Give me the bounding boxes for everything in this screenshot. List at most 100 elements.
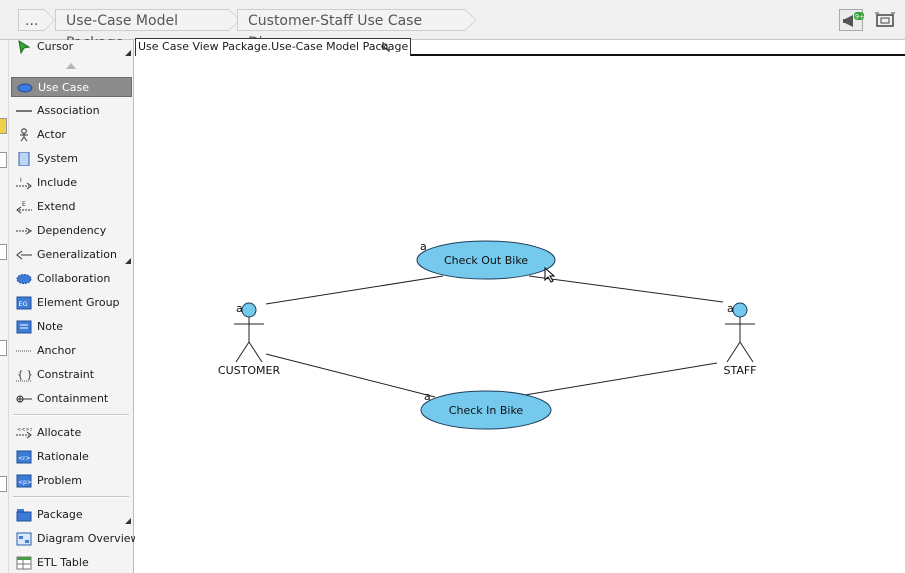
palette-item-anchor[interactable]: Anchor [11,341,132,361]
breadcrumb-diagram[interactable]: Customer-Staff Use Case Diagram [237,9,476,51]
palette-item-cursor[interactable]: Cursor [11,37,132,57]
palette-item-rationale[interactable]: <r> Rationale [11,447,132,467]
edge-marker[interactable] [0,476,7,492]
diagram-tab-bar: Use Case View Package.Use-Case Model Pac… [135,38,905,56]
svg-text:I: I [20,177,22,184]
palette-item-label: Package [37,508,83,521]
palette-separator [13,496,129,498]
breadcrumb-bar: ... Use-Case Model Package Customer-Staf… [0,0,905,51]
fit-diagram-icon [875,12,895,27]
search-icon[interactable] [381,43,390,52]
palette-item-label: Use Case [38,81,89,94]
association-icon [16,110,32,112]
diagram-overview-icon [16,532,32,546]
use-case-check-in-bike[interactable]: Check In Bike a [420,390,552,430]
palette-item-use-case[interactable]: Use Case [11,77,132,97]
diagram-canvas[interactable]: Use Case View Package.Use-Case Model Pac… [135,38,905,573]
dependency-icon [16,227,32,235]
diagram-palette: Cursor Use Case Association Actor System… [9,37,140,573]
palette-item-label: Allocate [37,426,82,439]
palette-item-allocate[interactable]: <<>> Allocate [11,423,132,443]
constraint-icon: { } [16,370,32,382]
collaboration-icon [16,274,32,284]
palette-item-label: Constraint [37,368,95,381]
association-staff-checkin[interactable] [524,362,718,396]
actor-customer[interactable]: CUSTOMER a [218,302,281,377]
use-case-icon [17,83,33,93]
palette-scroll-up-icon[interactable] [66,62,76,70]
system-icon [18,152,30,166]
palette-separator [13,414,129,416]
palette-item-containment[interactable]: Containment [11,389,132,409]
svg-text:EG: EG [19,300,28,308]
edge-marker-note[interactable] [0,118,7,134]
palette-item-label: Extend [37,200,76,213]
palette-expand-icon[interactable] [125,50,131,56]
palette-item-diagram-overview[interactable]: Diagram Overview [11,529,140,549]
element-group-icon: EG [16,296,32,310]
actor-staff[interactable]: STAFF a [723,302,756,377]
palette-expand-icon[interactable] [125,518,131,524]
allocate-icon: <<>> [16,427,32,439]
left-edge-strip [0,40,9,573]
palette-item-problem[interactable]: <p> Problem [11,471,132,491]
svg-text:{ }: { } [17,370,32,381]
palette-item-collaboration[interactable]: Collaboration [11,269,132,289]
rationale-icon: <r> [16,450,32,464]
palette-item-system[interactable]: System [11,149,132,169]
palette-item-package[interactable]: Package [11,505,132,525]
actor-marker: a [727,302,734,315]
svg-text:<r>: <r> [18,455,31,462]
diagram-tab[interactable]: Use Case View Package.Use-Case Model Pac… [135,38,412,56]
use-case-marker: a [420,240,427,253]
actor-name: CUSTOMER [218,364,281,377]
palette-item-label: Rationale [37,450,89,463]
palette-item-label: System [37,152,79,165]
palette-item-label: Containment [37,392,109,405]
svg-text:E: E [22,201,26,208]
breadcrumb-ellipsis-label: ... [25,13,39,29]
palette-item-generalization[interactable]: Generalization [11,245,132,265]
fit-diagram-button[interactable] [873,9,897,31]
edge-marker[interactable] [0,244,7,260]
palette-item-label: Include [37,176,78,189]
palette-item-label: Association [37,104,100,117]
breadcrumb-package[interactable]: Use-Case Model Package [55,9,240,51]
palette-item-etl-table[interactable]: ETL Table [11,553,132,573]
palette-item-note[interactable]: Note [11,317,132,337]
palette-item-association[interactable]: Association [11,101,132,121]
note-icon [16,320,32,334]
edge-marker[interactable] [0,340,7,356]
palette-item-label: Cursor [37,40,74,53]
palette-item-label: Diagram Overview [37,532,140,545]
megaphone-button[interactable]: 9+ [839,9,865,31]
palette-expand-icon[interactable] [125,258,131,264]
palette-item-label: Element Group [37,296,120,309]
cursor-icon [18,40,31,54]
generalization-icon [16,250,32,260]
megaphone-icon: 9+ [843,12,865,27]
mouse-cursor-icon [544,266,556,283]
palette-item-constraint[interactable]: { } Constraint [11,365,132,385]
anchor-icon [16,350,32,352]
palette-item-include[interactable]: I Include [11,173,132,193]
use-case-check-out-bike[interactable]: Check Out Bike a [416,240,556,280]
use-case-name: Check Out Bike [444,254,528,267]
use-case-name: Check In Bike [449,404,524,417]
diagram-svg: Check Out Bike a Check In Bike a CUSTOME… [218,240,757,430]
palette-item-extend[interactable]: E Extend [11,197,132,217]
association-customer-checkin[interactable] [265,353,436,398]
palette-item-actor[interactable]: Actor [11,125,132,145]
association-staff-checkout[interactable] [528,275,724,303]
palette-item-dependency[interactable]: Dependency [11,221,132,241]
palette-item-label: Actor [37,128,66,141]
breadcrumb-ellipsis[interactable]: ... [18,9,55,31]
palette-item-label: Problem [37,474,82,487]
actor-name: STAFF [723,364,756,377]
association-customer-checkout[interactable] [265,275,444,305]
edge-marker[interactable] [0,152,7,168]
palette-item-label: Generalization [37,248,117,261]
palette-item-element-group[interactable]: EG Element Group [11,293,132,313]
use-case-marker: a [424,390,431,403]
problem-icon: <p> [16,474,32,488]
